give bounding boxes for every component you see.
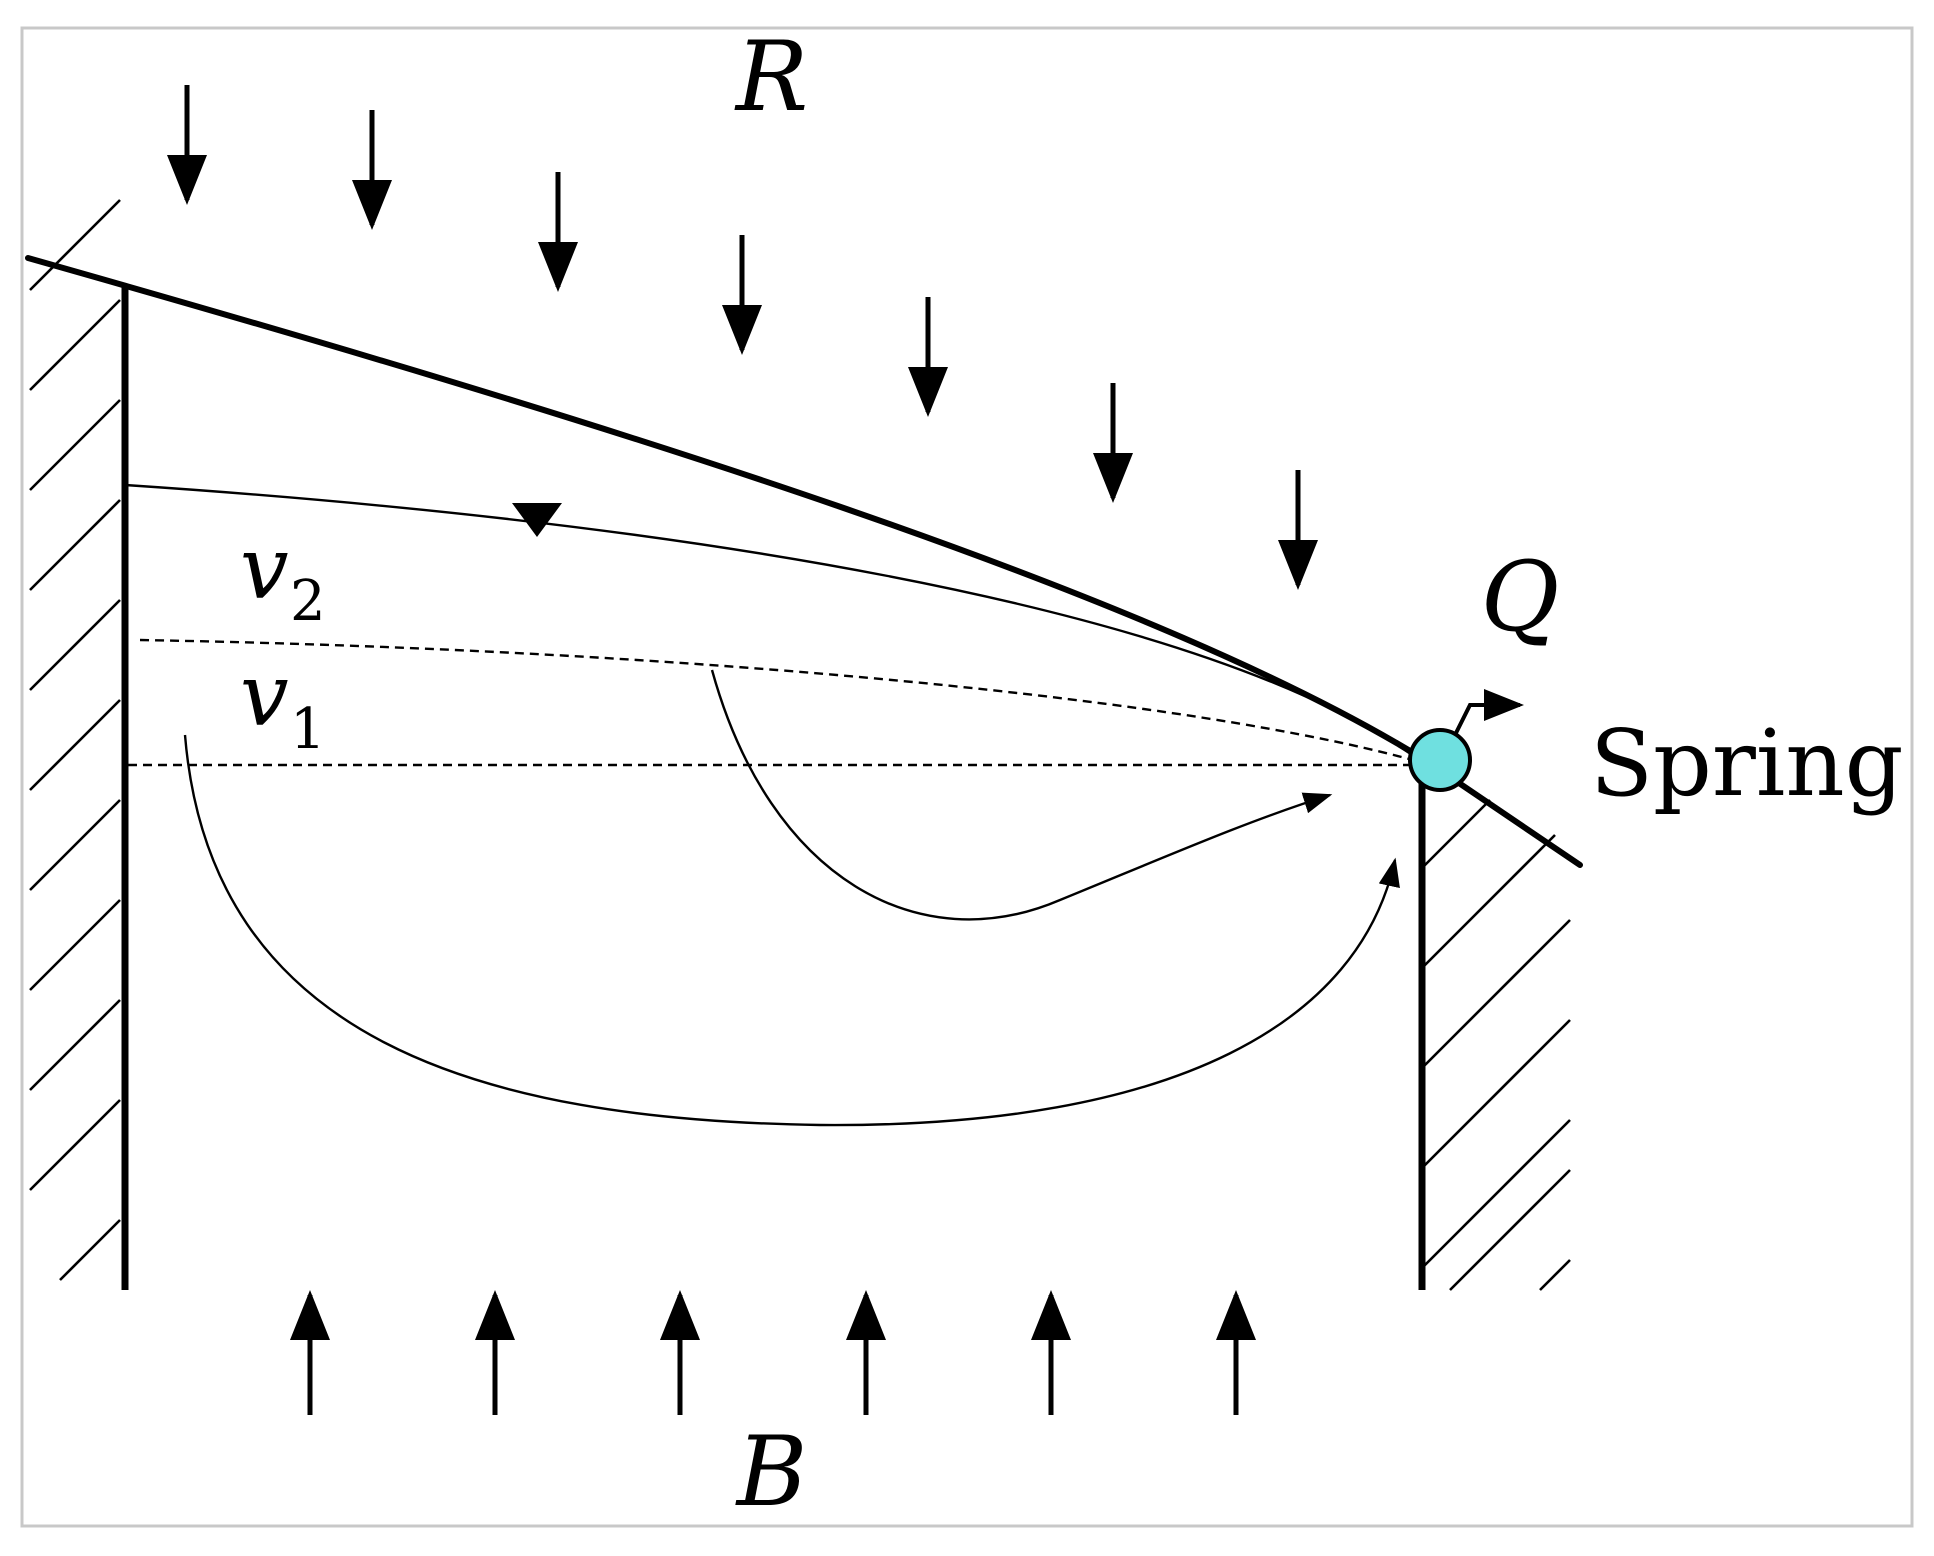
right-wall-hatching	[1419, 799, 1571, 1291]
deep-flow-path	[183, 734, 1400, 1127]
water-table	[124, 483, 1423, 763]
upper-dashed-line	[139, 638, 1421, 764]
flow-velocity-v2-symbol: v	[240, 519, 289, 619]
flow-velocity-v1-symbol: v	[240, 646, 289, 746]
diagram-frame	[20, 26, 1914, 1528]
spring-icon	[1408, 728, 1472, 792]
left-wall-hatching	[29, 199, 121, 1281]
flow-velocity-v1-subscript: 1	[290, 697, 326, 762]
base-arrows	[290, 1290, 1256, 1415]
spring-label: Spring	[1590, 710, 1903, 817]
water-table-marker-icon	[512, 503, 562, 537]
ground-surface	[25, 255, 1583, 868]
recharge-arrows	[167, 85, 1318, 590]
flow-velocity-v2-subscript: 2	[290, 569, 326, 634]
spring-outflow-arrow-icon	[1453, 689, 1524, 736]
base-label: B	[735, 1416, 808, 1528]
shallow-flow-path	[710, 669, 1333, 921]
recharge-label: R	[734, 21, 808, 133]
discharge-label: Q	[1481, 541, 1560, 653]
